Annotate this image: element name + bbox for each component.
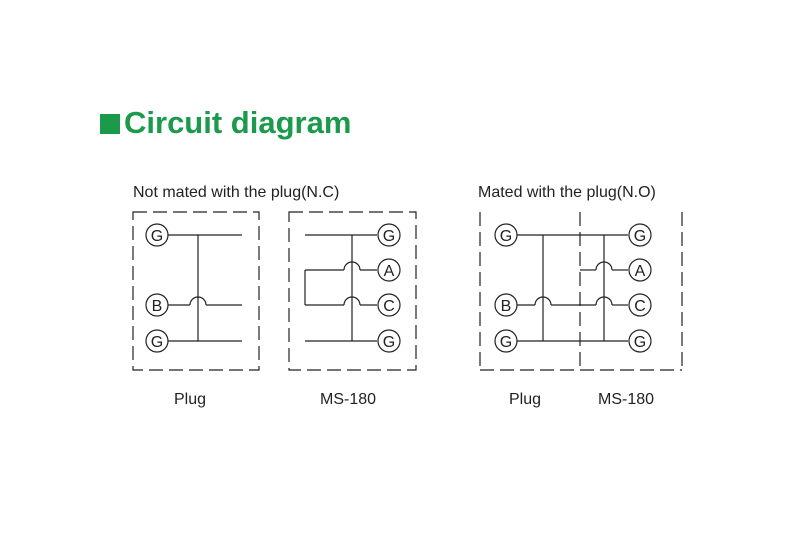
svg-text:A: A [384, 263, 395, 280]
left-plug-wiring [168, 234, 242, 342]
svg-text:G: G [151, 228, 163, 245]
right-plug-terminal-2: B [494, 293, 518, 317]
svg-text:G: G [500, 228, 512, 245]
svg-text:G: G [634, 334, 646, 351]
left-device-label: MS-180 [320, 391, 376, 408]
right-device-terminal-4: G [628, 329, 652, 353]
right-plug-terminal-3: G [494, 329, 518, 353]
left-diagram-caption: Not mated with the plug(N.C) [133, 184, 339, 201]
heading-square-icon [100, 114, 120, 134]
left-device-wiring [304, 234, 377, 342]
right-device-wiring [580, 235, 628, 341]
right-device-terminal-2: A [628, 258, 652, 282]
svg-text:C: C [383, 298, 395, 315]
left-device-terminal-4: G [377, 329, 401, 353]
left-device-terminal-3: C [377, 293, 401, 317]
right-device-label: MS-180 [598, 391, 654, 408]
right-device-terminal-1: G [628, 223, 652, 247]
svg-text:G: G [383, 334, 395, 351]
left-plug-terminal-1: G [145, 223, 169, 247]
svg-text:C: C [634, 298, 646, 315]
right-plug-label: Plug [509, 391, 541, 408]
left-plug-terminal-3: G [145, 329, 169, 353]
left-plug-label: Plug [174, 391, 206, 408]
svg-text:B: B [152, 298, 163, 315]
svg-text:G: G [151, 334, 163, 351]
left-device-box [288, 211, 417, 371]
svg-text:G: G [500, 334, 512, 351]
left-plug-terminal-2: B [145, 293, 169, 317]
right-diagram-caption: Mated with the plug(N.O) [478, 184, 656, 201]
left-device-terminal-2: A [377, 258, 401, 282]
right-plug-terminal-1: G [494, 223, 518, 247]
right-outline [479, 212, 683, 371]
left-device-terminal-1: G [377, 223, 401, 247]
page-title: Circuit diagram [124, 105, 352, 140]
svg-text:A: A [635, 263, 646, 280]
svg-text:G: G [383, 228, 395, 245]
svg-text:B: B [501, 298, 512, 315]
right-device-terminal-3: C [628, 293, 652, 317]
right-plug-wiring [517, 234, 628, 342]
svg-text:G: G [634, 228, 646, 245]
left-plug-box [132, 211, 260, 371]
